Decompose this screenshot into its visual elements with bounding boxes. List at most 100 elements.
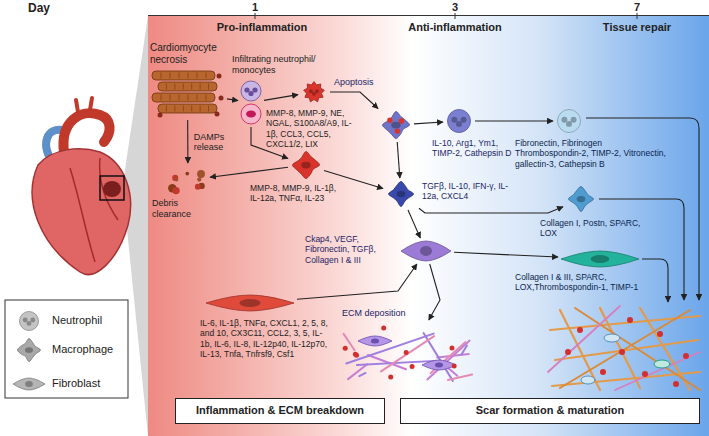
legend-label: Fibroblast <box>52 377 100 390</box>
phase-box: Scar formation & maturation <box>400 398 700 424</box>
timeline-tick <box>637 13 638 19</box>
neutrophil-cell <box>20 312 39 331</box>
red-cell <box>343 346 348 351</box>
apoptotic-body <box>387 118 392 123</box>
cell-nucleus <box>244 87 249 92</box>
ecm-fiber <box>359 373 365 376</box>
cell-node: TGFβ, IL-10, IFN-γ, IL-12a, CXCL4 <box>385 180 417 208</box>
red-cell <box>600 369 606 375</box>
cell-node: ECM deposition <box>340 322 480 385</box>
node-label: Apoptosis <box>334 77 388 88</box>
day-number: 7 <box>634 1 640 14</box>
fiber-stripe <box>208 106 209 112</box>
node-label: IL-10, Arg1, Ym1, TIMP-2, Cathepsin D <box>432 138 512 159</box>
cell-nucleus <box>397 191 406 197</box>
red-cell <box>381 325 386 330</box>
cardiomyocyte-fiber <box>152 93 215 102</box>
red-cell <box>410 364 415 369</box>
cell-debris <box>197 170 205 178</box>
cell-nucleus <box>571 117 577 123</box>
cell-debris <box>185 172 189 176</box>
legend-icon <box>15 337 43 363</box>
cell-nucleus <box>246 111 256 118</box>
cell-icon <box>12 377 46 391</box>
fiber-stripe <box>166 84 167 90</box>
neutrophil-cell <box>448 110 471 133</box>
cell-icon <box>168 165 208 195</box>
cell-fragment <box>217 74 222 79</box>
cell-fragment <box>158 113 163 118</box>
cell-node: Infiltrating neutrophil/ monocytes <box>240 80 262 125</box>
fiber-stripe <box>161 95 162 101</box>
macrophage-cell <box>17 338 40 361</box>
cell-nucleus <box>371 339 379 344</box>
phase-title: Scar formation & maturation <box>476 404 625 417</box>
timeline-tick <box>455 13 456 19</box>
cell-nucleus <box>461 117 467 123</box>
red-cell <box>619 349 625 355</box>
fibroblast-cell <box>206 295 294 311</box>
collagen-fiber <box>615 352 700 390</box>
collagen-fiber <box>560 310 690 388</box>
cell-debris <box>175 178 179 182</box>
cell-node: Apoptosis <box>380 110 412 140</box>
cell-node: MMP-8, MMP-9, IL-1β, IL-12a, TNFα, IL-23 <box>290 150 322 180</box>
cell-icon <box>565 185 597 213</box>
infarct-zone <box>103 181 121 197</box>
node-label: Infiltrating neutrophil/ monocytes <box>232 54 332 76</box>
arrow-connector <box>210 167 288 177</box>
red-cell <box>683 353 689 359</box>
arrow-connector <box>330 92 378 109</box>
arrow-connector <box>454 252 558 257</box>
cell-nucleus <box>561 117 567 123</box>
cell-debris <box>197 177 201 181</box>
cell-nucleus <box>315 89 319 93</box>
macrophage-cell <box>388 181 413 206</box>
node-label: IL-6, IL-1β, TNFα, CXCL1, 2, 5, 8, and 1… <box>200 318 330 359</box>
cell-node: Debris clearance <box>168 165 208 195</box>
node-label: Fibronectin, Fibrinogen Thrombospondin-2… <box>515 138 670 169</box>
cell-nucleus <box>23 318 28 323</box>
neutrophil-cell <box>558 110 581 133</box>
axis-title: Day <box>28 1 50 15</box>
node-label: ECM deposition <box>342 308 414 319</box>
cell-icon <box>560 250 640 268</box>
cell-nucleus <box>25 381 33 387</box>
cell-nucleus <box>301 162 310 169</box>
fiber-stripe <box>188 73 189 79</box>
apoptotic-body <box>399 118 404 123</box>
resident-cell <box>654 360 670 368</box>
cell-icon <box>240 80 262 125</box>
cardiomyocyte-fiber <box>152 71 215 80</box>
fiber-stripe <box>170 95 171 101</box>
fiber-stripe <box>206 95 207 101</box>
cell-nucleus <box>30 318 35 323</box>
cell-debris <box>195 184 201 190</box>
cell-fragment <box>219 96 224 101</box>
cell-icon <box>340 322 480 385</box>
stage-panel <box>148 16 709 436</box>
myofibroblast-cell <box>422 360 456 370</box>
legend-item: Fibroblast <box>12 370 124 398</box>
myofibroblast-cell <box>358 336 392 346</box>
red-cell <box>388 375 393 380</box>
cell-nucleus <box>566 121 572 127</box>
fiber-stripe <box>200 106 201 112</box>
cell-node: MMP-8, MMP-9, NE, NGAL, S100A8/A9, IL-1β… <box>300 80 328 104</box>
red-cell <box>404 350 409 355</box>
fibroblast-cell <box>13 378 45 390</box>
fiber-stripe <box>183 106 184 112</box>
ecm-fiber <box>346 334 433 364</box>
legend-box <box>5 300 128 398</box>
activated-neutrophil <box>304 82 325 102</box>
arrow-connector <box>264 95 298 101</box>
timeline-tick <box>255 13 256 19</box>
zoom-box <box>100 176 124 200</box>
resident-cell <box>604 334 620 342</box>
fiber-stripe <box>174 84 175 90</box>
fiber-stripe <box>166 106 167 112</box>
maturation-arrow <box>642 259 668 302</box>
cell-nucleus <box>420 246 432 256</box>
cell-nucleus <box>451 117 457 123</box>
cell-icon <box>290 150 322 180</box>
